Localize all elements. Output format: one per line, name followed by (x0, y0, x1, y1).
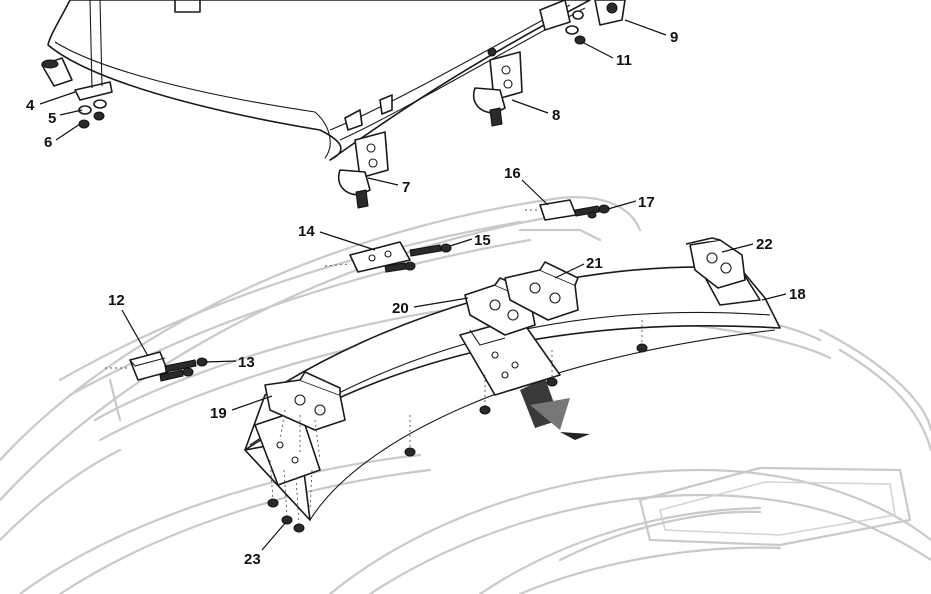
washer-bolt-5-6 (78, 99, 107, 129)
screw-17 (574, 204, 610, 219)
block-14 (324, 241, 411, 273)
hinge-8 (473, 47, 523, 127)
bracket-19 (264, 371, 346, 461)
screw-15 (384, 243, 452, 273)
callout-18: 18 (789, 286, 806, 303)
bracket-22 (685, 237, 746, 289)
callout-7: 7 (402, 179, 410, 196)
spoiler-upper (47, 0, 591, 161)
bracket-21 (504, 261, 579, 321)
spoiler-nuts (404, 320, 648, 457)
callout-12: 12 (108, 292, 125, 309)
callout-22: 22 (756, 236, 773, 253)
leader-lines (39, 19, 787, 551)
callout-11: 11 (616, 52, 632, 69)
bumper-stop-4 (41, 0, 113, 101)
callout-15: 15 (474, 232, 491, 249)
callout-labels: 4 5 6 7 8 9 11 12 13 14 15 16 17 18 19 2… (26, 29, 806, 568)
block-12 (105, 351, 169, 381)
callout-21: 21 (586, 255, 603, 272)
callout-8: 8 (552, 107, 560, 124)
bracket-9 (572, 0, 626, 26)
hinge-7 (338, 131, 389, 209)
callout-16: 16 (504, 165, 521, 182)
screw-11 (565, 25, 586, 45)
callout-14: 14 (298, 223, 315, 240)
callout-19: 19 (210, 405, 227, 422)
callout-9: 9 (670, 29, 678, 46)
callout-23: 23 (244, 551, 261, 568)
screw-13 (159, 357, 208, 382)
callout-13: 13 (238, 354, 255, 371)
callout-6: 6 (44, 134, 52, 151)
callout-5: 5 (48, 110, 56, 127)
callout-17: 17 (638, 194, 655, 211)
vehicle-body-ghost (0, 196, 931, 594)
callout-20: 20 (392, 300, 409, 317)
callout-4: 4 (26, 97, 35, 114)
nut-23 (267, 459, 313, 533)
